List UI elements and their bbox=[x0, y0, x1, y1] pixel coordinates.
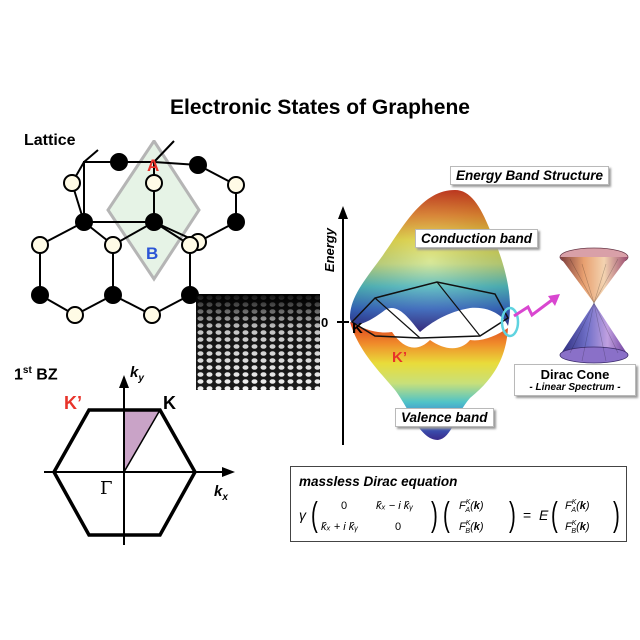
svg-text:γ: γ bbox=[299, 507, 307, 523]
brillouin-zone-label: 1st BZ bbox=[14, 365, 58, 384]
lattice-sites bbox=[31, 153, 245, 324]
dirac-point-hexagon bbox=[350, 281, 509, 339]
svg-text:FKB(k): FKB(k) bbox=[565, 520, 590, 535]
dirac-cone-subtitle: - Linear Spectrum - bbox=[529, 382, 621, 393]
band-structure-title: Energy Band Structure bbox=[450, 166, 610, 185]
svg-text:): ) bbox=[613, 496, 620, 534]
site-b-label: B bbox=[146, 244, 158, 263]
k-prime-label: K’ bbox=[64, 393, 82, 413]
svg-text:(: ( bbox=[443, 496, 450, 534]
svg-text:(: ( bbox=[311, 496, 318, 534]
conduction-band-label: Conduction band bbox=[415, 229, 538, 248]
ky-label: ky bbox=[130, 364, 144, 384]
dirac-cone-icon bbox=[559, 247, 629, 364]
dirac-equation-box: massless Dirac equation γ ( 0 k̂ₓ − i k̂… bbox=[290, 466, 627, 542]
band-k-prime-label: K’ bbox=[392, 349, 407, 366]
svg-text:0: 0 bbox=[341, 500, 347, 512]
svg-text:): ) bbox=[509, 496, 516, 534]
site-a-label: A bbox=[147, 156, 159, 175]
gamma-label: Γ bbox=[100, 478, 113, 499]
dirac-cone-title: Dirac Cone bbox=[540, 367, 610, 382]
k-label: K bbox=[163, 393, 176, 413]
band-k-label: K bbox=[352, 320, 363, 337]
dirac-equation-title: massless Dirac equation bbox=[299, 474, 458, 489]
band-structure-plot: Energy 0 K K’ bbox=[321, 190, 520, 445]
kx-label: kx bbox=[214, 483, 228, 503]
svg-text:=: = bbox=[523, 507, 531, 523]
dirac-point-highlight bbox=[500, 306, 520, 338]
honeycomb-lattice: A B bbox=[31, 140, 245, 324]
zero-label: 0 bbox=[321, 315, 328, 330]
page-title: Electronic States of Graphene bbox=[170, 96, 470, 119]
valence-band-label: Valence band bbox=[395, 408, 494, 427]
svg-text:k̂ₓ − i k̂ᵧ: k̂ₓ − i k̂ᵧ bbox=[376, 500, 413, 512]
energy-axis-label: Energy bbox=[322, 227, 337, 272]
svg-text:E: E bbox=[539, 507, 549, 523]
svg-text:FKA(k): FKA(k) bbox=[565, 499, 590, 514]
svg-text:(: ( bbox=[551, 496, 558, 534]
zoom-arrow bbox=[513, 294, 560, 318]
svg-text:0: 0 bbox=[395, 521, 401, 533]
graphene-sheet-image bbox=[196, 294, 320, 390]
lattice-label: Lattice bbox=[24, 132, 76, 149]
dirac-cone-caption: Dirac Cone - Linear Spectrum - bbox=[514, 364, 636, 396]
brillouin-zone-diagram bbox=[44, 375, 235, 545]
valence-band-surface bbox=[350, 322, 508, 440]
svg-text:FKA(k): FKA(k) bbox=[459, 499, 484, 514]
svg-text:): ) bbox=[431, 496, 438, 534]
svg-text:FKB(k): FKB(k) bbox=[459, 520, 484, 535]
svg-text:k̂ₓ + i k̂ᵧ: k̂ₓ + i k̂ᵧ bbox=[321, 521, 358, 533]
